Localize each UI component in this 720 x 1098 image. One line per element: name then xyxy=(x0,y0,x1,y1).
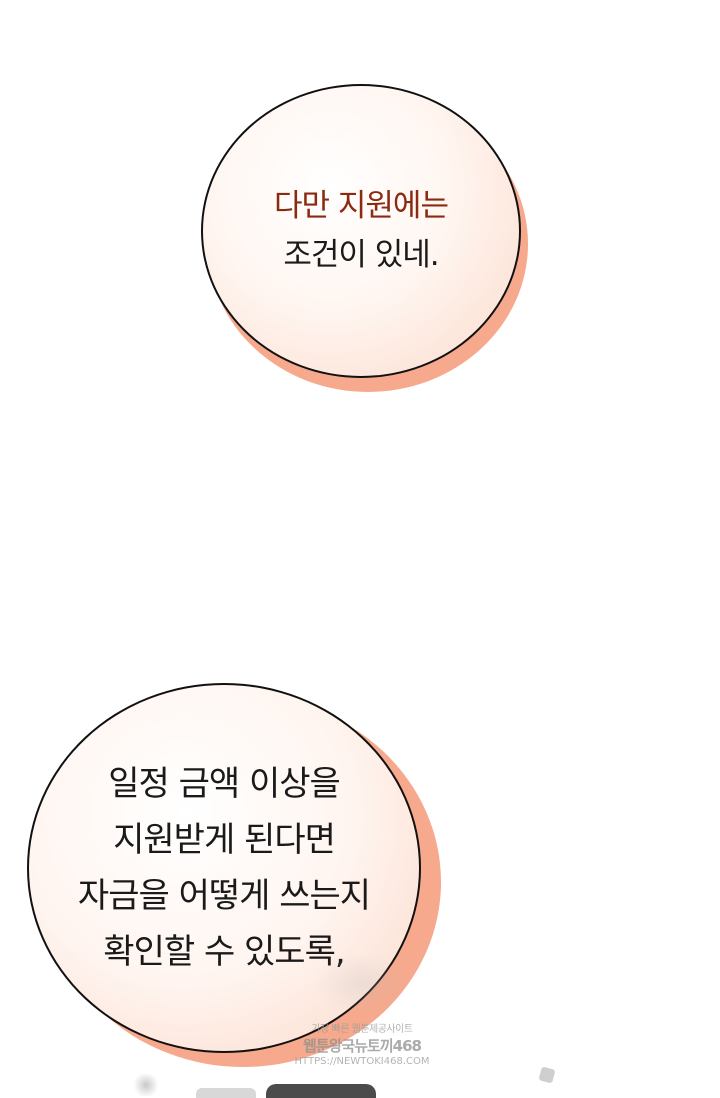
site-watermark: 가장 빠른 웹툰제공사이트 웹툰왕국뉴토끼468 HTTPS://NEWTOKI… xyxy=(292,952,432,1067)
dialogue-line: 자금을 어떻게 쓰는지 xyxy=(77,876,371,916)
watermark-url: HTTPS://NEWTOKI468.COM xyxy=(294,1056,430,1067)
next-panel-fragment xyxy=(266,1084,376,1098)
next-panel-fragment xyxy=(538,1066,556,1084)
bubble-body: 다만 지원에는 조건이 있네. xyxy=(201,84,521,378)
bubble-body: 일정 금액 이상을 지원받게 된다면 자금을 어떻게 쓰는지 확인할 수 있도록… xyxy=(27,683,421,1053)
next-panel-fragment xyxy=(196,1088,256,1098)
watermark-site-name: 웹툰왕국뉴토끼468 xyxy=(303,1037,422,1055)
dialogue-line: 조건이 있네. xyxy=(283,237,439,273)
dialogue-line: 일정 금액 이상을 xyxy=(108,764,341,804)
dialogue-line: 다만 지원에는 xyxy=(274,188,449,224)
watermark-crest-icon xyxy=(314,952,410,1014)
watermark-tagline: 가장 빠른 웹툰제공사이트 xyxy=(311,1024,413,1035)
next-panel-fragment xyxy=(132,1074,160,1096)
dialogue-line: 지원받게 된다면 xyxy=(113,820,336,860)
dialogue-line: 확인할 수 있도록, xyxy=(103,932,345,972)
